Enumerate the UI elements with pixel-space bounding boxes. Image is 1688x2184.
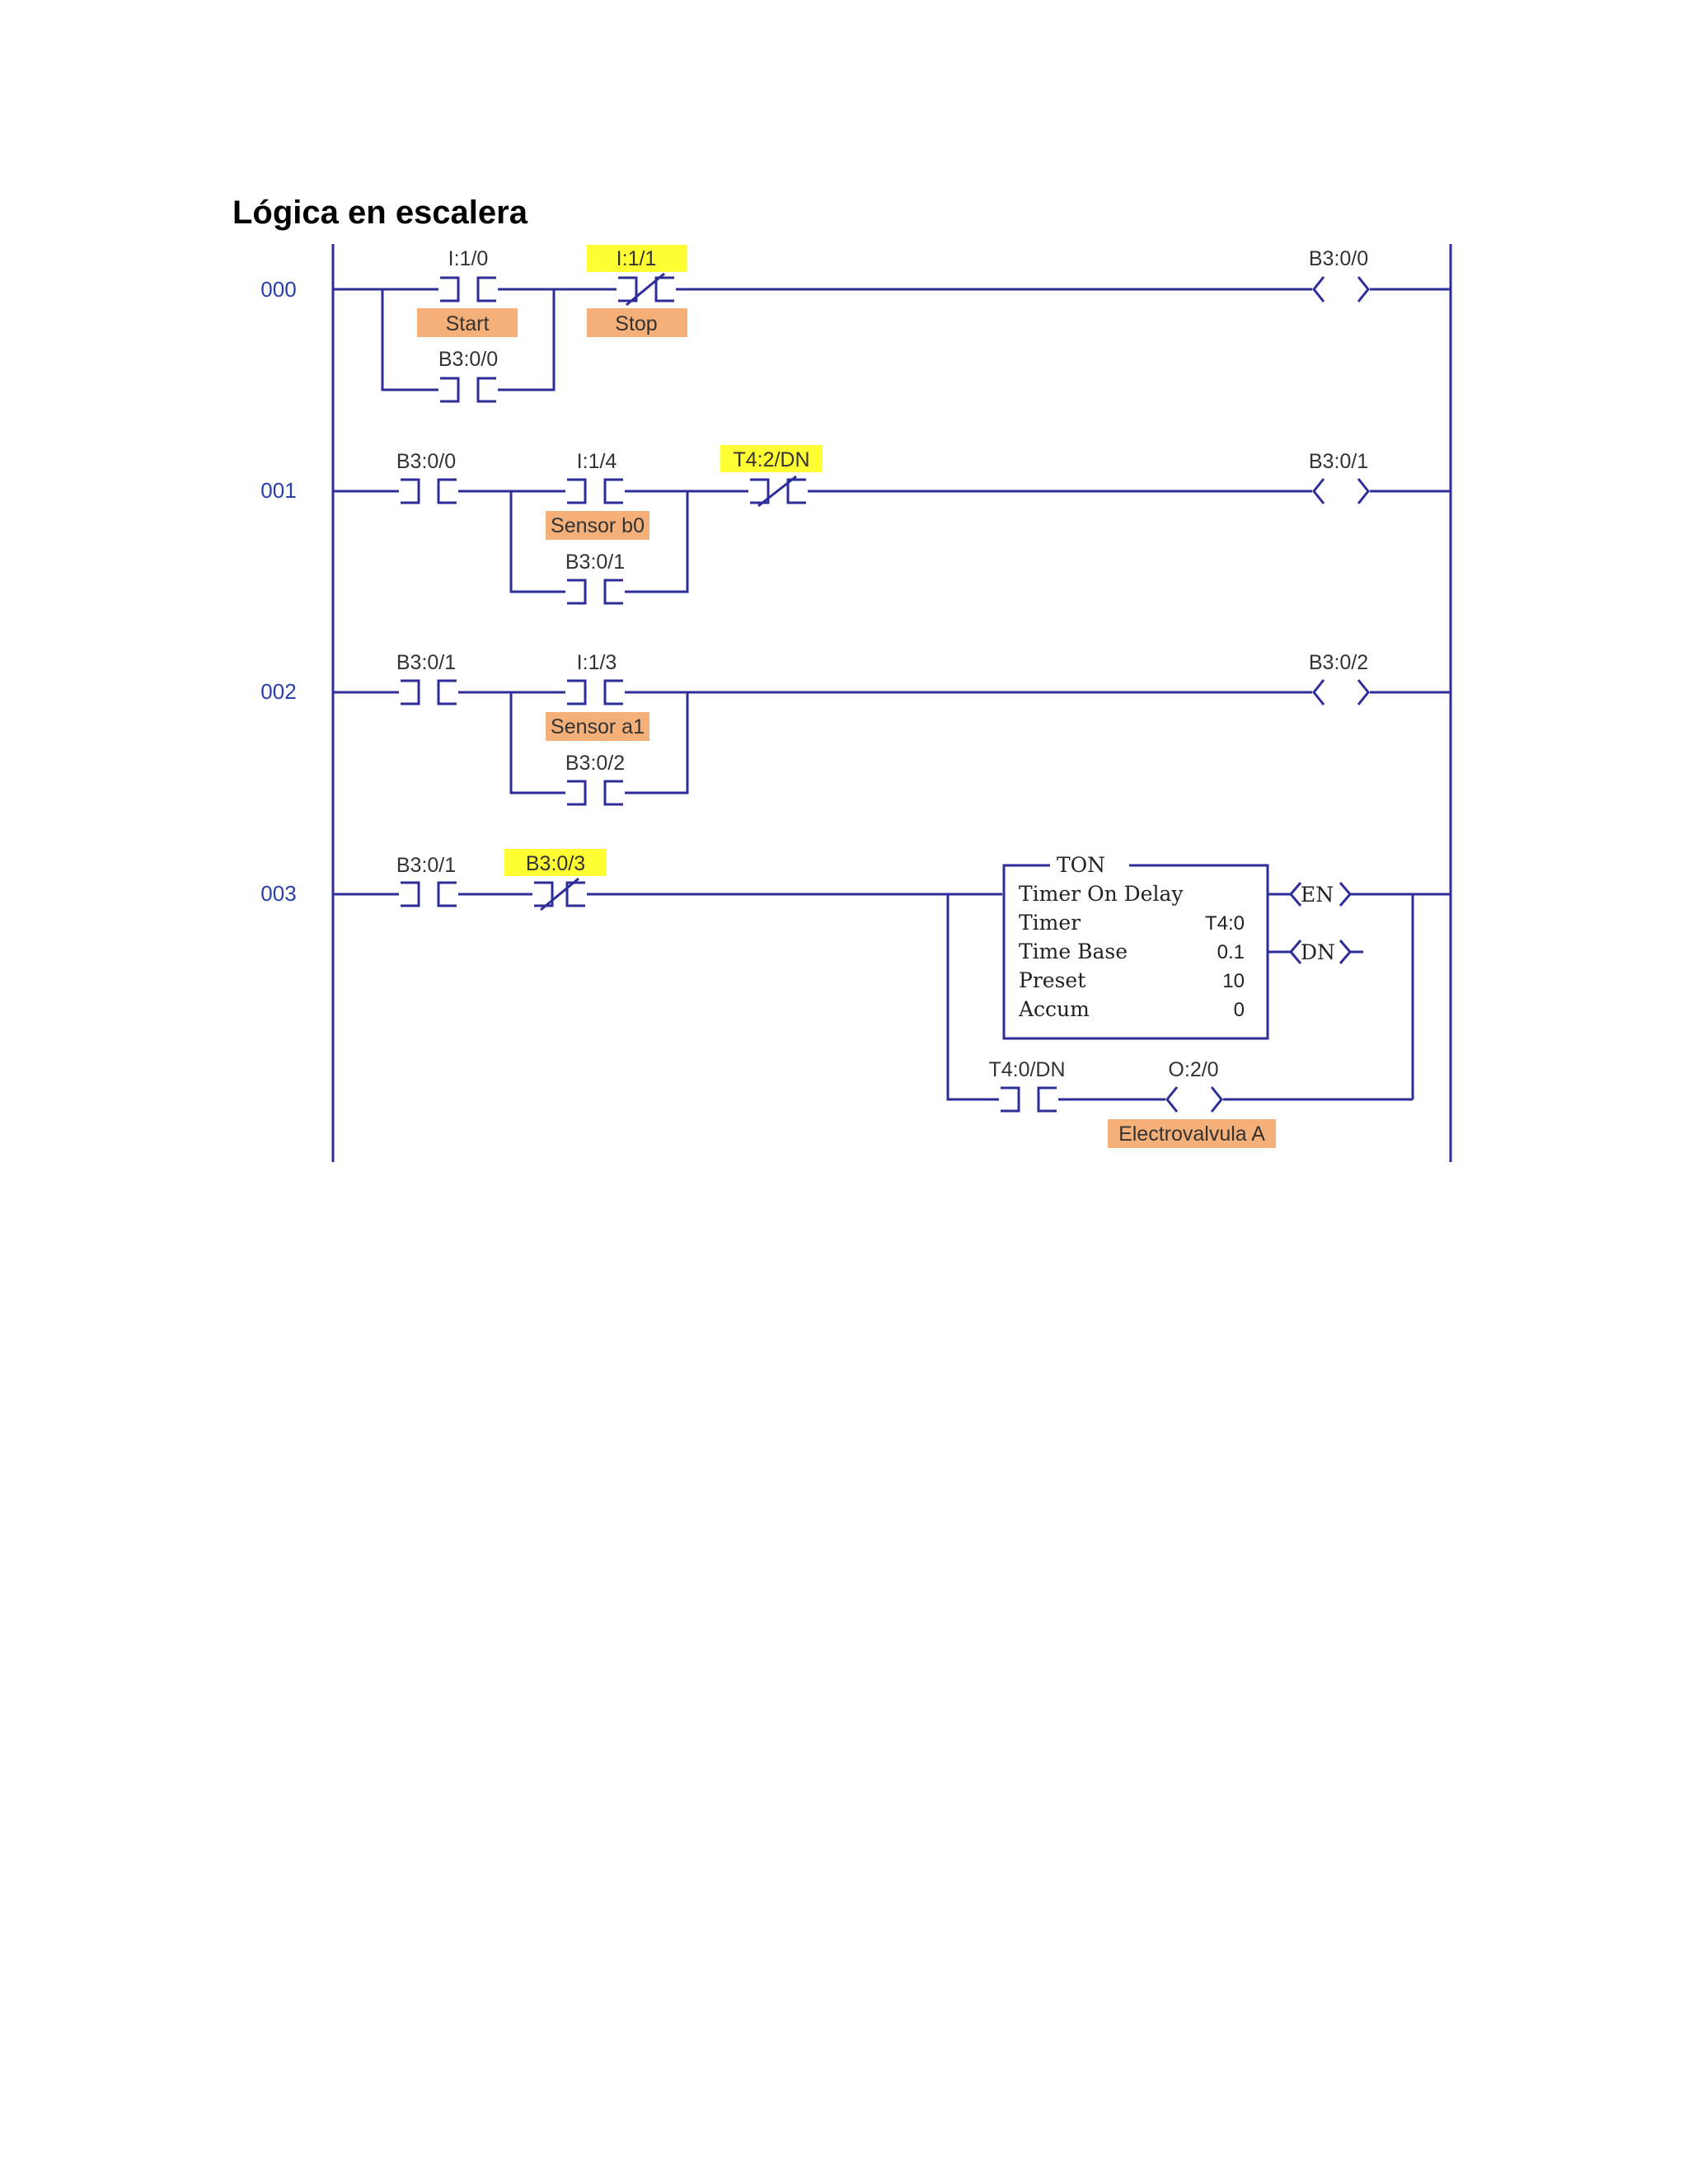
svg-text:I:1/1: I:1/1 [617, 247, 657, 270]
svg-text:I:1/0: I:1/0 [448, 247, 489, 270]
svg-text:B3:0/0: B3:0/0 [438, 348, 498, 371]
contact-i-1-0[interactable]: I:1/0 Start [417, 247, 518, 337]
timer-field-label: Accum [1018, 997, 1090, 1021]
contact-t4-0-dn[interactable]: T4:0/DN [988, 1058, 1066, 1113]
contact-i-1-3[interactable]: I:1/3 Sensor a1 [546, 651, 649, 741]
rung-number: 000 [260, 277, 296, 302]
contact-i-1-1-nc[interactable]: I:1/1 Stop [587, 245, 687, 337]
coil-b3-0-0[interactable]: B3:0/0 [1309, 247, 1370, 302]
timer-field-label: Time Base [1019, 940, 1128, 963]
description-label: Sensor a1 [551, 715, 645, 738]
contact-b3-0-2-branch[interactable]: B3:0/2 [565, 752, 625, 806]
ton-timer-block[interactable]: TON Timer On Delay Timer T4:0 Time Base … [1002, 853, 1413, 1040]
highlight [504, 849, 607, 876]
timer-header: TON [1057, 853, 1105, 877]
timer-output-dn: DN [1301, 940, 1335, 964]
timer-output-en: EN [1301, 883, 1334, 907]
svg-text:B3:0/3: B3:0/3 [526, 852, 585, 875]
svg-text:B3:0/2: B3:0/2 [1309, 651, 1368, 674]
contact-b3-0-1[interactable]: B3:0/1 [396, 854, 457, 907]
coil-b3-0-2[interactable]: B3:0/2 [1309, 651, 1370, 705]
timer-field-label: Preset [1019, 968, 1085, 992]
rung-002: 002 B3:0/1 I:1/3 Sensor a1 B3:0/2 B3:0/2 [260, 651, 1451, 806]
svg-text:I:1/3: I:1/3 [577, 651, 617, 674]
timer-field-value: 0.1 [1217, 941, 1245, 963]
contact-b3-0-1[interactable]: B3:0/1 [396, 651, 457, 705]
svg-text:T4:2/DN: T4:2/DN [733, 448, 809, 471]
rung-number: 001 [260, 478, 296, 503]
svg-text:B3:0/1: B3:0/1 [1309, 450, 1368, 473]
description-label: Sensor b0 [551, 514, 645, 537]
timer-field-value: 10 [1222, 970, 1245, 992]
contact-t4-2-dn-nc[interactable]: T4:2/DN [720, 445, 823, 508]
rung-number: 002 [260, 679, 296, 704]
description-label-bg [546, 511, 649, 540]
rung-000: 000 I:1/0 Start B3:0/0 I:1/1 Stop [260, 245, 1451, 403]
contact-b3-0-3-nc[interactable]: B3:0/3 [504, 849, 607, 912]
svg-text:I:1/4: I:1/4 [577, 450, 617, 473]
description-label-bg [546, 712, 649, 741]
svg-text:B3:0/1: B3:0/1 [565, 551, 625, 574]
timer-field-value: T4:0 [1205, 912, 1245, 935]
timer-field-value: 0 [1234, 999, 1245, 1021]
description-label: Electrovalvula A [1118, 1122, 1265, 1146]
svg-text:B3:0/1: B3:0/1 [396, 854, 456, 877]
highlight [587, 245, 687, 272]
contact-b3-0-0-branch[interactable]: B3:0/0 [438, 348, 498, 403]
svg-text:B3:0/0: B3:0/0 [1309, 247, 1368, 270]
highlight [720, 445, 823, 472]
description-label-bg [587, 308, 687, 337]
rung-003: 003 B3:0/1 B3:0/3 TON Timer On Delay Tim… [260, 849, 1451, 1148]
description-label-bg [1108, 1119, 1276, 1148]
coil-b3-0-1[interactable]: B3:0/1 [1309, 450, 1370, 504]
svg-text:O:2/0: O:2/0 [1168, 1058, 1218, 1081]
page-title: Lógica en escalera [232, 194, 528, 231]
description-label: Start [446, 312, 490, 335]
contact-b3-0-1-branch[interactable]: B3:0/1 [565, 551, 625, 605]
timer-field-label: Timer [1019, 911, 1081, 935]
rung-number: 003 [260, 881, 296, 906]
contact-b3-0-0[interactable]: B3:0/0 [396, 450, 457, 504]
description-label-bg [417, 308, 518, 337]
svg-text:B3:0/0: B3:0/0 [396, 450, 456, 473]
description-label: Stop [615, 312, 657, 335]
contact-i-1-4[interactable]: I:1/4 Sensor b0 [546, 450, 649, 540]
rung-001: 001 B3:0/0 I:1/4 Sensor b0 B3:0/1 T4:2/D… [260, 445, 1451, 605]
svg-text:T4:0/DN: T4:0/DN [988, 1058, 1065, 1081]
svg-text:B3:0/2: B3:0/2 [565, 752, 625, 775]
timer-name: Timer On Delay [1019, 882, 1184, 906]
coil-o-2-0[interactable]: O:2/0 Electrovalvula A [1108, 1058, 1276, 1148]
svg-text:B3:0/1: B3:0/1 [396, 651, 456, 674]
